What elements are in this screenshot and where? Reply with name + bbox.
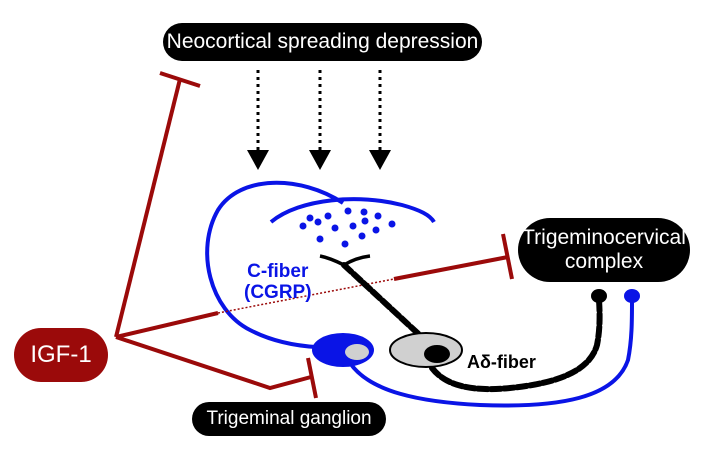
vesicle-dot bbox=[358, 232, 366, 240]
c-fiber-bouton bbox=[624, 289, 640, 303]
c-fiber-label-line1: C-fiber bbox=[247, 261, 309, 282]
trigeminal-ganglion-label: Trigeminal ganglion bbox=[206, 408, 372, 430]
a-delta-axon-peripheral bbox=[429, 297, 603, 393]
inhibition-line-tg bbox=[115, 335, 312, 391]
inhibition-line-tcc-a bbox=[115, 311, 219, 339]
vesicle-dot bbox=[314, 218, 322, 226]
igf1-inhibition bbox=[114, 71, 514, 399]
c-fiber-label: C-fiber (CGRP) bbox=[244, 261, 312, 304]
vesicle-dot bbox=[324, 212, 332, 220]
vesicle-dot bbox=[344, 207, 352, 215]
c-fiber-terminal-arc bbox=[269, 197, 436, 224]
inhibition-bar-nsd bbox=[159, 71, 201, 88]
vesicle-dot bbox=[306, 214, 314, 222]
vesicle-dot bbox=[374, 212, 382, 220]
a-delta-bouton bbox=[591, 289, 607, 303]
trigeminal-ganglion-box: Trigeminal ganglion bbox=[192, 402, 386, 436]
neocortical-label: Neocortical spreading depression bbox=[166, 29, 479, 53]
arrowhead-1 bbox=[247, 150, 269, 170]
trigeminocervical-label-line1: Trigeminocervical bbox=[522, 225, 686, 249]
a-delta-fiber-label: Aδ-fiber bbox=[467, 352, 536, 372]
vesicle-dot bbox=[349, 222, 357, 230]
c-fiber-axon-peripheral bbox=[348, 299, 634, 408]
igf1-label: IGF-1 bbox=[30, 341, 92, 369]
c-fiber-label-line2: (CGRP) bbox=[244, 281, 312, 303]
inhibition-line-nsd bbox=[114, 78, 182, 338]
vesicle-dot bbox=[361, 217, 369, 225]
trigeminocervical-complex-box: Trigeminocervical complex bbox=[518, 218, 690, 282]
vesicle-dot bbox=[360, 208, 368, 216]
inhibition-line-tcc-b bbox=[393, 255, 509, 281]
inhibition-bar-tcc bbox=[501, 233, 514, 280]
vesicle-dot bbox=[341, 240, 349, 248]
neocortical-spreading-depression-box: Neocortical spreading depression bbox=[163, 23, 482, 61]
a-delta-soma-nucleus bbox=[424, 345, 450, 363]
vesicle-dot bbox=[316, 235, 324, 243]
igf1-box: IGF-1 bbox=[14, 328, 108, 382]
vesicle-dot bbox=[331, 224, 339, 232]
trigeminocervical-label-line2: complex bbox=[564, 250, 644, 273]
dotted-arrows bbox=[247, 70, 391, 170]
vesicle-dot bbox=[372, 226, 380, 234]
arrowhead-2 bbox=[309, 150, 331, 170]
cgrp-vesicles bbox=[299, 207, 396, 248]
a-delta-axon-central bbox=[341, 262, 428, 343]
vesicle-dot bbox=[299, 222, 307, 230]
c-fiber-soma-nucleus bbox=[345, 344, 369, 360]
inhibition-bar-tg bbox=[306, 357, 318, 399]
c-fiber-loop bbox=[205, 180, 345, 349]
arrowhead-3 bbox=[369, 150, 391, 170]
vesicle-dot bbox=[388, 220, 396, 228]
